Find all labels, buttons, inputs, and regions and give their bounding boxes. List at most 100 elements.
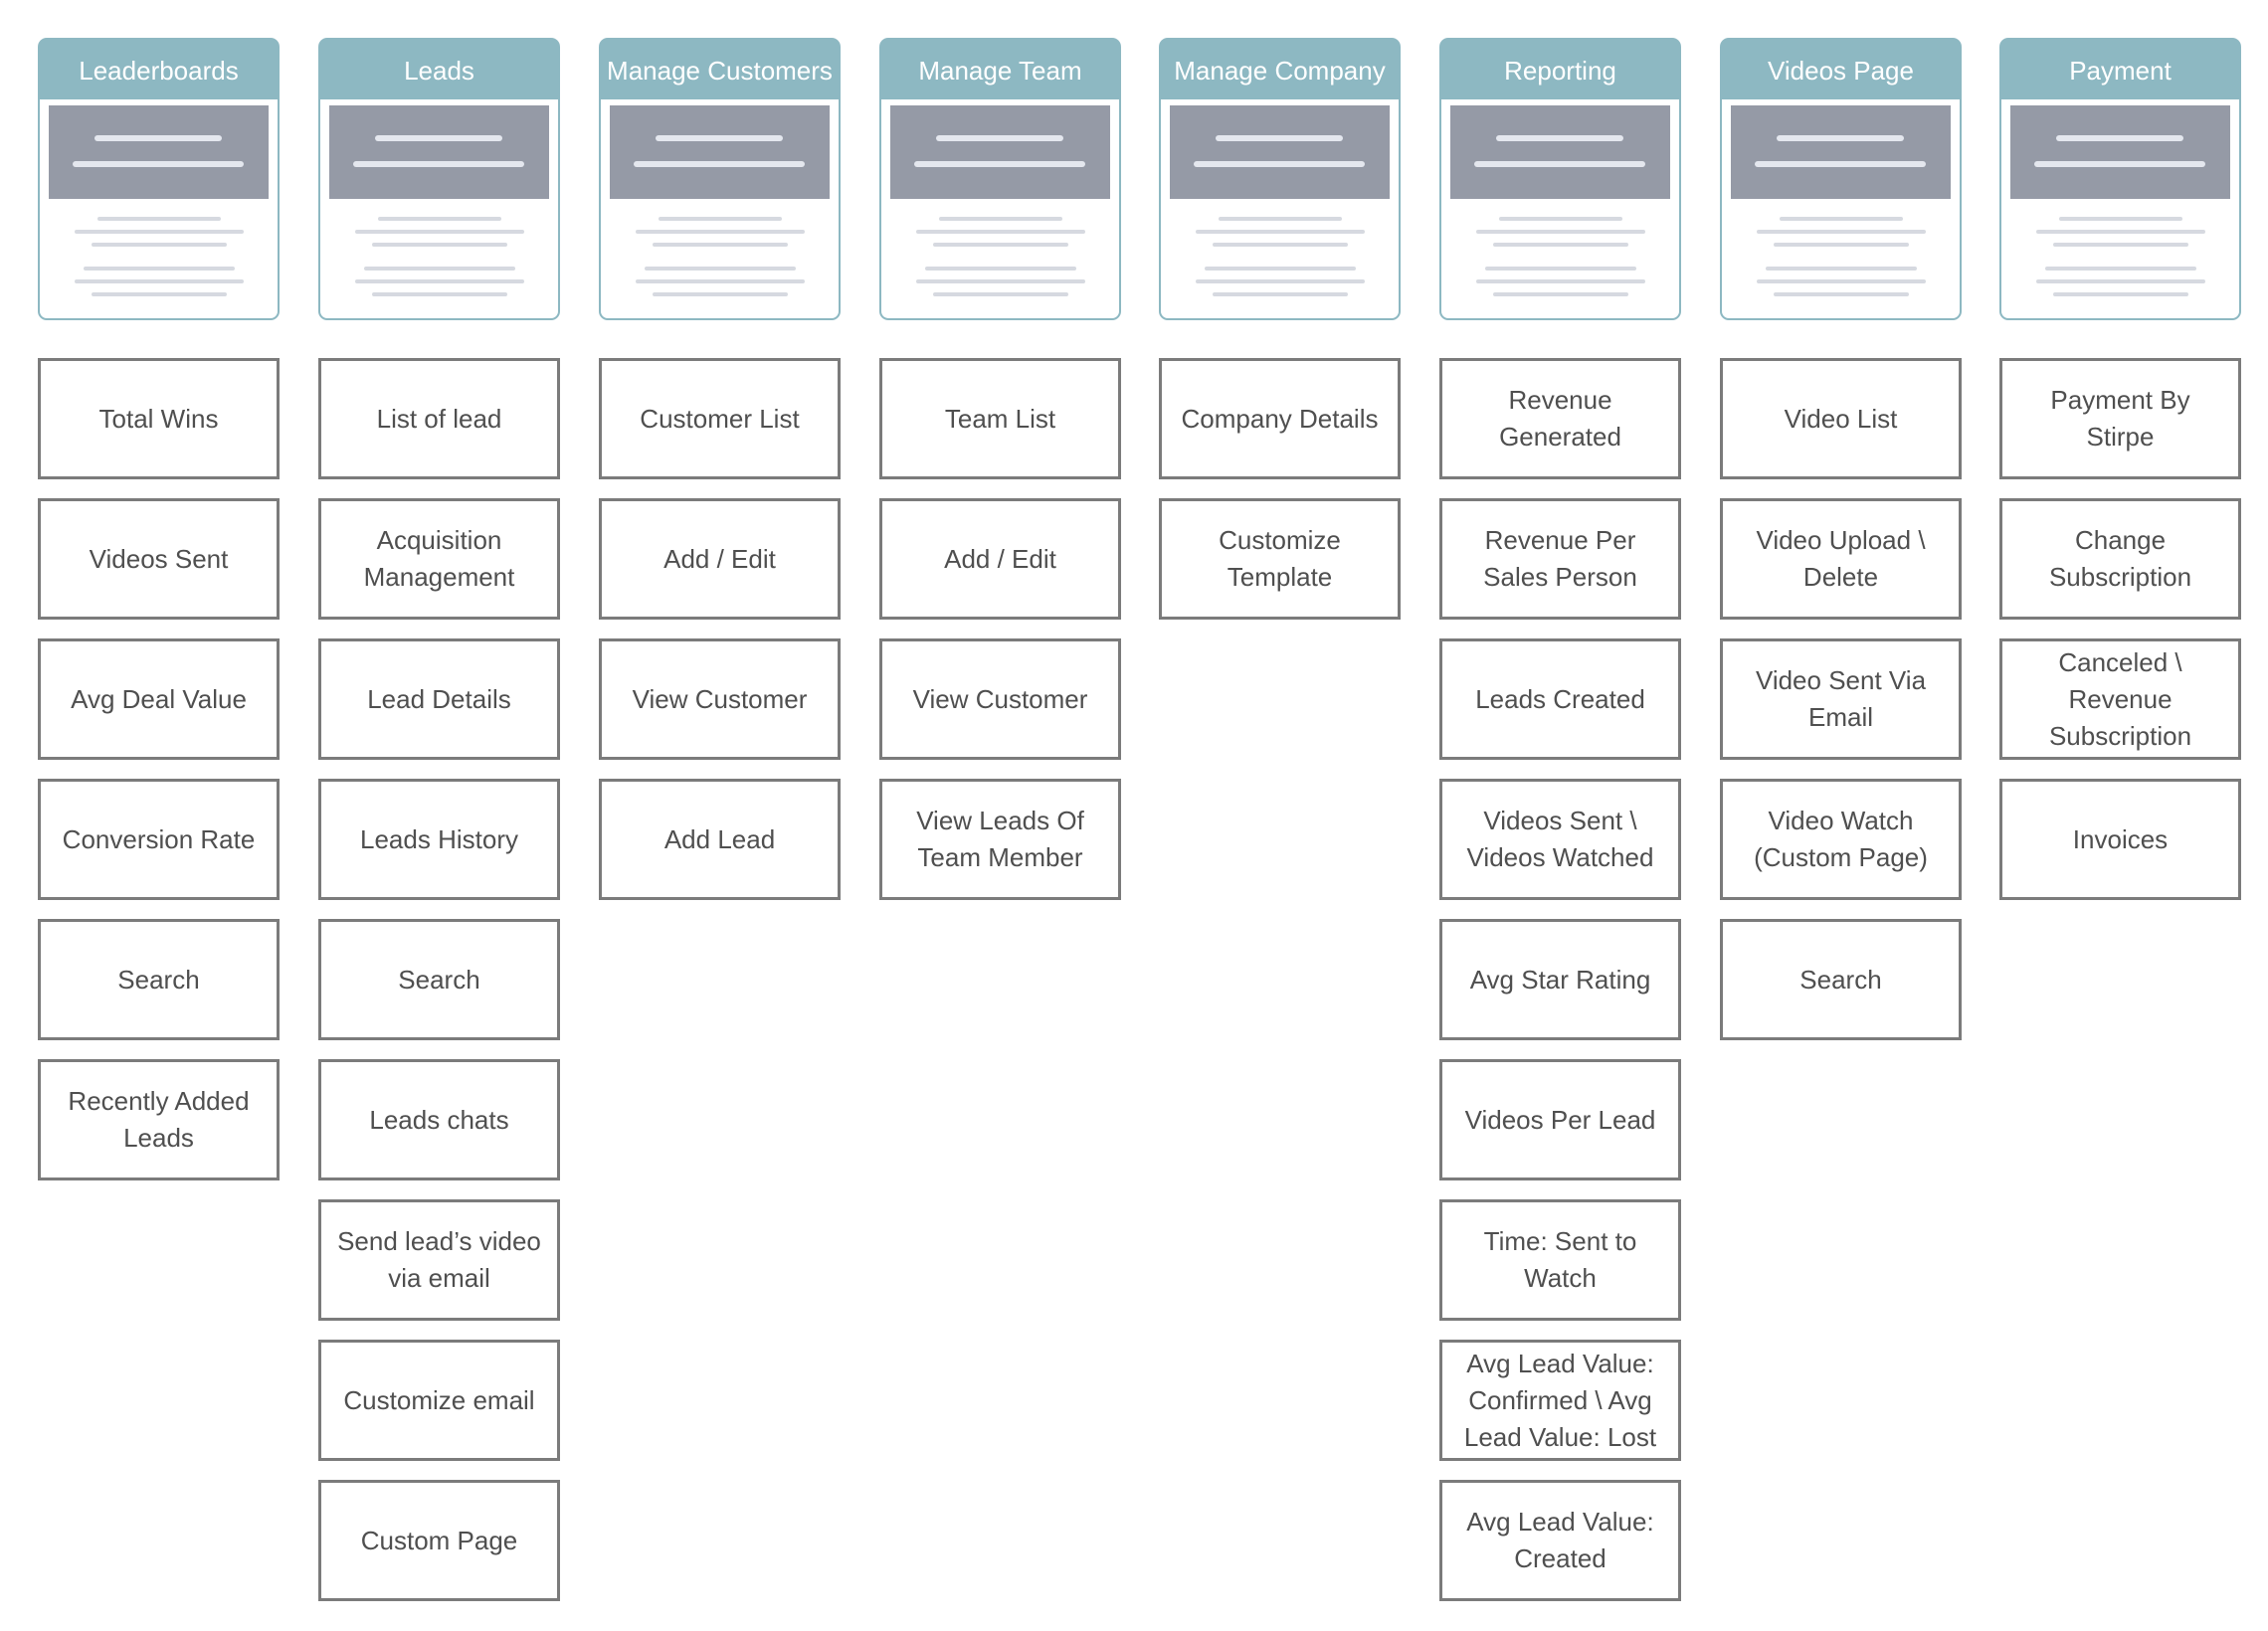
page-thumbnail <box>1720 97 1962 320</box>
page-card[interactable]: Videos Page <box>1720 38 1962 320</box>
page-card[interactable]: Manage Company <box>1159 38 1401 320</box>
page-thumbnail <box>1999 97 2241 320</box>
feature-box[interactable]: Video Sent Via Email <box>1720 638 1962 760</box>
page-card[interactable]: Manage Customers <box>599 38 841 320</box>
feature-label: Video Sent Via Email <box>1755 665 1927 732</box>
feature-box[interactable]: List of lead <box>318 358 560 479</box>
feature-label: View Leads Of Team Member <box>916 806 1084 872</box>
page-thumbnail <box>38 97 280 320</box>
feature-box[interactable]: Video Upload \ Delete <box>1720 498 1962 620</box>
feature-box[interactable]: Videos Sent \ Videos Watched <box>1439 779 1681 900</box>
feature-box[interactable]: Lead Details <box>318 638 560 760</box>
feature-label: Avg Star Rating <box>1469 964 1651 995</box>
feature-label: Search <box>1799 964 1882 995</box>
feature-label: Leads Created <box>1475 683 1645 714</box>
feature-box[interactable]: Recently Added Leads <box>38 1059 280 1180</box>
feature-list: Payment By Stirpe Change Subscription Ca… <box>1999 358 2241 919</box>
feature-label: Canceled \ Revenue Subscription <box>2048 646 2192 751</box>
feature-label: Acquisition Management <box>363 525 515 592</box>
column-reporting: Reporting Revenue Generated Revenue Per … <box>1439 38 1681 1601</box>
page-card[interactable]: Payment <box>1999 38 2241 320</box>
feature-label: Time: Sent to Watch <box>1483 1226 1637 1293</box>
feature-box[interactable]: Search <box>1720 919 1962 1040</box>
page-title: Reporting <box>1439 38 1681 105</box>
feature-box[interactable]: Conversion Rate <box>38 779 280 900</box>
feature-box[interactable]: Search <box>38 919 280 1040</box>
wireframe-hero <box>49 105 269 199</box>
feature-label: Video Watch (Custom Page) <box>1754 806 1928 872</box>
feature-box[interactable]: Customer List <box>599 358 841 479</box>
feature-box[interactable]: Custom Page <box>318 1480 560 1601</box>
feature-label: View Customer <box>632 683 808 714</box>
feature-label: Video Upload \ Delete <box>1756 525 1926 592</box>
page-title: Manage Company <box>1159 38 1401 105</box>
feature-box[interactable]: Avg Lead Value: Confirmed \ Avg Lead Val… <box>1439 1340 1681 1461</box>
wireframe-hero <box>1731 105 1951 199</box>
feature-list: Video List Video Upload \ Delete Video S… <box>1720 358 1962 1059</box>
feature-box[interactable]: Video Watch (Custom Page) <box>1720 779 1962 900</box>
feature-box[interactable]: Add / Edit <box>879 498 1121 620</box>
feature-box[interactable]: View Customer <box>879 638 1121 760</box>
feature-label: Videos Sent \ Videos Watched <box>1466 806 1654 872</box>
page-card[interactable]: Leads <box>318 38 560 320</box>
feature-box[interactable]: Revenue Generated <box>1439 358 1681 479</box>
feature-box[interactable]: Invoices <box>1999 779 2241 900</box>
feature-label: Avg Deal Value <box>71 683 247 714</box>
feature-label: Customer List <box>640 403 800 434</box>
feature-box[interactable]: Time: Sent to Watch <box>1439 1199 1681 1321</box>
feature-box[interactable]: Videos Per Lead <box>1439 1059 1681 1180</box>
feature-box[interactable]: Total Wins <box>38 358 280 479</box>
feature-box[interactable]: Company Details <box>1159 358 1401 479</box>
feature-box[interactable]: Videos Sent <box>38 498 280 620</box>
feature-box[interactable]: Change Subscription <box>1999 498 2241 620</box>
page-thumbnail <box>1159 97 1401 320</box>
feature-box[interactable]: Payment By Stirpe <box>1999 358 2241 479</box>
wireframe-hero <box>890 105 1110 199</box>
feature-label: Videos Per Lead <box>1464 1104 1656 1135</box>
feature-list: List of lead Acquisition Management Lead… <box>318 358 560 1620</box>
feature-box[interactable]: Customize email <box>318 1340 560 1461</box>
feature-box[interactable]: Avg Lead Value: Created <box>1439 1480 1681 1601</box>
page-card[interactable]: Manage Team <box>879 38 1121 320</box>
feature-box[interactable]: Send lead’s video via email <box>318 1199 560 1321</box>
page-card[interactable]: Leaderboards <box>38 38 280 320</box>
page-card[interactable]: Reporting <box>1439 38 1681 320</box>
column-videos-page: Videos Page Video List Video Upload \ De… <box>1720 38 1962 1040</box>
column-payment: Payment Payment By Stirpe Change Subscri… <box>1999 38 2241 900</box>
feature-list: Revenue Generated Revenue Per Sales Pers… <box>1439 358 1681 1620</box>
feature-label: Customize Template <box>1219 525 1341 592</box>
feature-box[interactable]: Leads History <box>318 779 560 900</box>
feature-box[interactable]: Add / Edit <box>599 498 841 620</box>
feature-list: Team List Add / Edit View Customer View … <box>879 358 1121 919</box>
feature-label: Videos Sent <box>89 543 229 574</box>
feature-box[interactable]: Avg Deal Value <box>38 638 280 760</box>
wireframe-hero <box>1450 105 1670 199</box>
feature-box[interactable]: Acquisition Management <box>318 498 560 620</box>
feature-box[interactable]: Team List <box>879 358 1121 479</box>
feature-box[interactable]: Revenue Per Sales Person <box>1439 498 1681 620</box>
feature-label: Change Subscription <box>2048 525 2192 592</box>
feature-box[interactable]: Avg Star Rating <box>1439 919 1681 1040</box>
wireframe-hero <box>2010 105 2230 199</box>
feature-label: Customize email <box>343 1384 535 1415</box>
feature-box[interactable]: View Customer <box>599 638 841 760</box>
feature-box[interactable]: Leads Created <box>1439 638 1681 760</box>
feature-box[interactable]: Customize Template <box>1159 498 1401 620</box>
feature-box[interactable]: View Leads Of Team Member <box>879 779 1121 900</box>
page-thumbnail <box>318 97 560 320</box>
feature-box[interactable]: Leads chats <box>318 1059 560 1180</box>
feature-box[interactable]: Search <box>318 919 560 1040</box>
page-title: Videos Page <box>1720 38 1962 105</box>
page-thumbnail <box>599 97 841 320</box>
feature-label: Search <box>117 964 200 995</box>
feature-label: Add Lead <box>663 823 776 854</box>
feature-label: Revenue Per Sales Person <box>1483 525 1637 592</box>
feature-label: Team List <box>944 403 1056 434</box>
feature-box[interactable]: Video List <box>1720 358 1962 479</box>
feature-label: Company Details <box>1181 403 1379 434</box>
feature-box[interactable]: Add Lead <box>599 779 841 900</box>
page-title: Leads <box>318 38 560 105</box>
feature-box[interactable]: Canceled \ Revenue Subscription <box>1999 638 2241 760</box>
feature-label: Custom Page <box>360 1525 518 1555</box>
